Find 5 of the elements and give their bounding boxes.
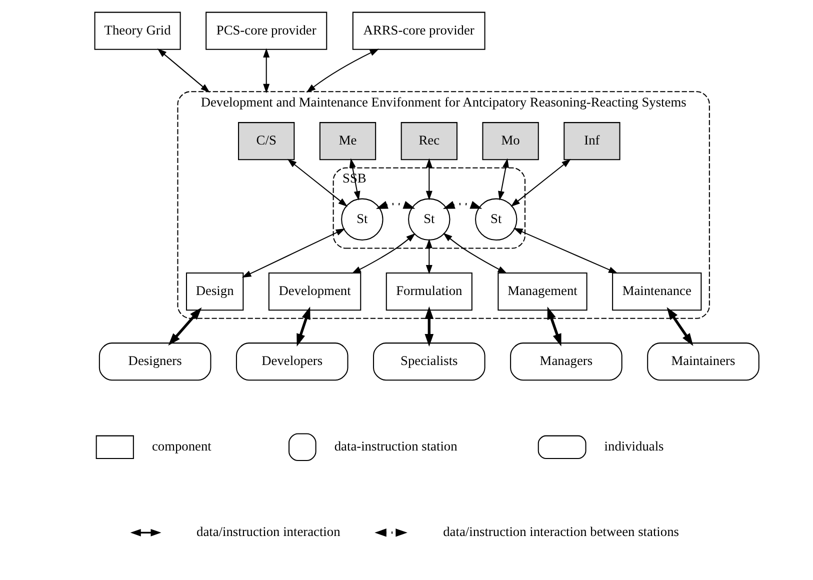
legend-label: data/instruction interaction — [196, 524, 340, 540]
legend-label: individuals — [604, 438, 664, 454]
legend-label: data-instruction station — [334, 438, 457, 454]
legend-label: data/instruction interaction between stations — [442, 524, 678, 540]
legend-label: component — [151, 438, 211, 454]
